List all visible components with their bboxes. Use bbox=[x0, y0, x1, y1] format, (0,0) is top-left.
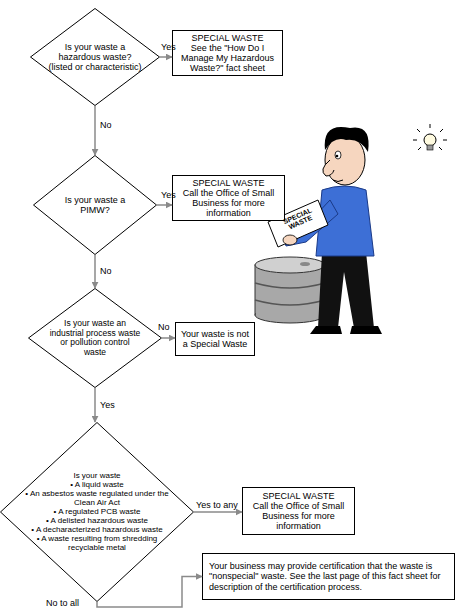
edge-label: No bbox=[100, 266, 112, 276]
node-text: See the "How Do I Manage My Hazardous Wa… bbox=[177, 43, 278, 73]
edge-label: Yes bbox=[100, 400, 115, 410]
node-text: • A delisted hazardous waste bbox=[21, 516, 173, 525]
drum-ribs bbox=[255, 283, 325, 305]
node-text: Is your waste a hazardous waste? (listed… bbox=[47, 42, 143, 72]
node-text: Is your waste an industrial process wast… bbox=[49, 319, 141, 357]
connector bbox=[97, 577, 202, 608]
diamond-text: Is your waste an industrial process wast… bbox=[49, 319, 141, 357]
node-text: • A waste resulting from shredding recyc… bbox=[21, 534, 173, 552]
node-text: Call the Office of Small Business for mo… bbox=[177, 188, 280, 218]
node-text: SPECIAL WASTE bbox=[192, 33, 264, 43]
diamond-text: Is your waste a PIMW? bbox=[58, 195, 132, 215]
node-text: Your waste is not a Special Waste bbox=[180, 329, 250, 349]
lightbulb bbox=[424, 134, 436, 146]
drum-cap bbox=[300, 262, 310, 266]
diamond-shape bbox=[31, 9, 160, 106]
man-nose bbox=[323, 160, 334, 176]
connector bbox=[94, 106, 96, 155]
edge-label: No bbox=[100, 120, 112, 130]
man-mouth bbox=[333, 180, 343, 182]
diamond-text: Is your waste• A liquid waste• An asbest… bbox=[21, 472, 173, 553]
lightbulb-rays bbox=[413, 124, 447, 150]
man-legs bbox=[318, 252, 374, 328]
decision-diamond: Is your waste a hazardous waste? (listed… bbox=[30, 8, 160, 106]
edge-label: Yes bbox=[161, 42, 176, 52]
man-shoes bbox=[310, 326, 382, 334]
process-box: SPECIAL WASTECall the Office of Small Bu… bbox=[172, 175, 285, 221]
connector bbox=[94, 388, 96, 422]
connector bbox=[157, 204, 172, 206]
edge-label: No bbox=[158, 322, 170, 332]
node-text: Call the Office of Small Business for mo… bbox=[247, 501, 350, 531]
connector bbox=[94, 255, 96, 288]
node-text: Your business may provide certification … bbox=[209, 561, 448, 591]
node-text: • An asbestos waste regulated under the … bbox=[21, 490, 173, 508]
diamond-shape bbox=[29, 289, 162, 388]
node-text: • A liquid waste bbox=[21, 481, 173, 490]
node-text: SPECIAL WASTE bbox=[193, 178, 265, 188]
connector bbox=[194, 511, 242, 513]
man-eye bbox=[335, 151, 341, 159]
lightbulb-base bbox=[427, 145, 433, 150]
node-text: Is your waste a PIMW? bbox=[58, 195, 132, 215]
man-hand bbox=[283, 235, 297, 245]
man-hair bbox=[325, 127, 369, 152]
process-box: SPECIAL WASTECall the Office of Small Bu… bbox=[242, 487, 355, 535]
node-text: SPECIAL WASTE bbox=[263, 491, 335, 501]
connector bbox=[160, 56, 172, 58]
decision-diamond: Is your waste• A liquid waste• An asbest… bbox=[0, 422, 194, 602]
decision-diamond: Is your waste an industrial process wast… bbox=[28, 288, 162, 388]
edge-label: Yes bbox=[161, 190, 176, 200]
edge-label: No to all bbox=[46, 598, 79, 608]
drum-top bbox=[255, 257, 325, 273]
process-box: Your business may provide certification … bbox=[202, 553, 455, 600]
process-box: Your waste is not a Special Waste bbox=[175, 322, 255, 356]
diamond-text: Is your waste a hazardous waste? (listed… bbox=[47, 42, 143, 72]
diamond-shape bbox=[34, 156, 157, 255]
decision-diamond: Is your waste a PIMW? bbox=[33, 155, 157, 255]
node-text: • A decharacterized hazardous waste bbox=[21, 525, 173, 534]
man-pupil bbox=[336, 155, 339, 158]
process-box: SPECIAL WASTESee the "How Do I Manage My… bbox=[172, 30, 283, 76]
diamond-shape bbox=[1, 423, 194, 602]
node-text: • A regulated PCB waste bbox=[21, 508, 173, 517]
connector bbox=[162, 337, 175, 339]
edge-label: Yes to any bbox=[196, 500, 238, 510]
node-text: Is your waste bbox=[21, 472, 173, 481]
